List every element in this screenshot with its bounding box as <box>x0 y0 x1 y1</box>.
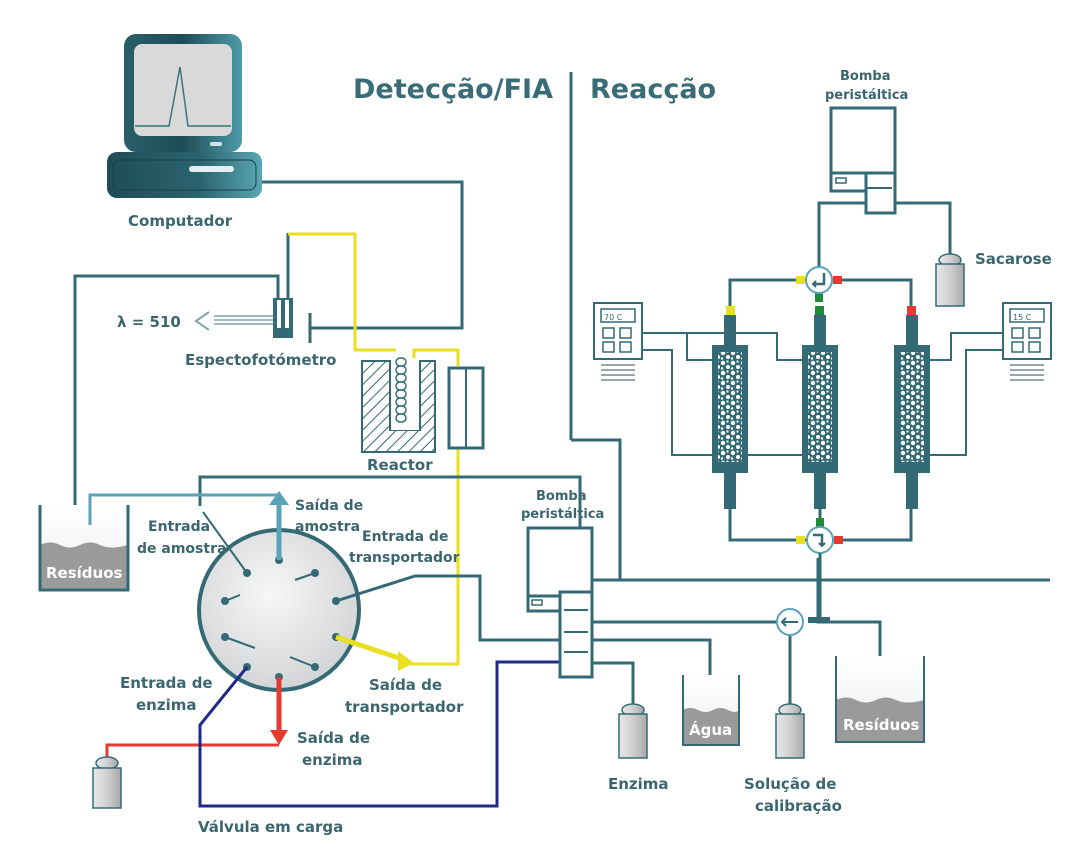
selector-valve-mid <box>806 526 834 554</box>
port-yellow-bottom <box>796 536 805 544</box>
column1-port-yellow <box>726 306 735 315</box>
carrier-out-label-2: transportador <box>345 698 464 716</box>
carrier-out-arrow <box>335 634 406 663</box>
computer-icon <box>107 34 262 198</box>
waste-right-label: Resíduos <box>843 716 920 734</box>
carrier-line-lower <box>400 448 460 666</box>
enzyme-in-label-2: enzima <box>136 696 196 714</box>
calibration-label-1: Solução de <box>744 775 836 793</box>
peristaltic-pump-left <box>526 526 594 679</box>
selector-valve-top <box>805 266 833 294</box>
divider-tube <box>571 438 622 580</box>
carrier-in-label-1: Entrada de <box>362 529 448 545</box>
sucrose-label: Sacarose <box>975 250 1052 268</box>
port-red-bottom <box>834 536 843 544</box>
section-title-reaction: Reacção <box>590 74 716 105</box>
water-beaker <box>682 675 740 746</box>
carrier-out-arrowhead <box>398 651 414 671</box>
computer-cable <box>262 180 464 330</box>
waste-right-beaker <box>835 656 925 743</box>
jacket-tube-1c <box>640 349 712 456</box>
jacket-tube-3a <box>930 332 1003 361</box>
waste-left-label: Resíduos <box>46 564 123 582</box>
column3-port-red <box>907 306 916 315</box>
sample-out-label-2: amostra <box>295 519 360 535</box>
thermostat-right-display: 15 C <box>1013 313 1032 322</box>
column2-port-green <box>815 306 824 315</box>
enzyme-tube <box>592 661 635 708</box>
pump-left-label-2: peristáltica <box>521 507 604 522</box>
column-1 <box>712 315 748 509</box>
sample-out-line <box>88 493 278 525</box>
carrier-in-label-2: transportador <box>349 550 460 566</box>
port-red-top <box>833 276 842 284</box>
selector-valve-bottom <box>776 608 804 636</box>
sample-out-arrowhead <box>269 491 289 505</box>
enzyme-out-arrowhead <box>270 730 288 745</box>
port-green-top <box>815 293 823 302</box>
jacket-tube-1b <box>687 332 802 361</box>
t-junction <box>808 617 830 623</box>
reactor-label: Reactor <box>367 456 433 474</box>
pump-to-valve-tube <box>817 201 866 268</box>
enzyme-in-label-1: Entrada de <box>120 674 213 692</box>
sample-in-label-1: Entrada <box>148 519 210 535</box>
section-title-detection: Detecção/FIA <box>353 74 553 105</box>
enzyme-bottle-left <box>92 756 122 809</box>
wavelength-label: λ = 510 <box>117 313 181 331</box>
pump-top-label-2: peristáltica <box>825 88 908 103</box>
sucrose-bottle <box>935 253 965 307</box>
port-yellow-top <box>796 276 805 284</box>
computer-label: Computador <box>128 212 233 230</box>
enzyme-label: Enzima <box>608 775 669 793</box>
pump-top-label-1: Bomba <box>840 69 890 84</box>
port-green-bottom <box>816 518 824 527</box>
column-3 <box>894 315 930 509</box>
spectrophotometer-icon <box>73 233 312 505</box>
enzyme-out-label-2: enzima <box>302 751 362 769</box>
carrier-in-tube <box>335 574 560 642</box>
sample-in-label-2: de amostra <box>137 541 226 557</box>
sample-out-label-1: Saída de <box>295 498 363 514</box>
water-label: Água <box>689 720 732 739</box>
thermostat-left <box>593 302 643 381</box>
valve-state-label: Válvula em carga <box>198 818 343 836</box>
column-2 <box>802 315 838 509</box>
calibration-bottle <box>775 703 805 759</box>
jacket-tube-1a <box>640 332 712 361</box>
peristaltic-pump-top <box>829 106 897 215</box>
reactor-icon <box>361 357 485 453</box>
waste-left-beaker <box>38 505 130 592</box>
thermostat-right <box>1002 302 1052 381</box>
pump-left-label-1: Bomba <box>536 489 586 504</box>
calibration-label-2: calibração <box>755 797 842 815</box>
carrier-line-upper <box>288 232 396 352</box>
jacket-tube-3b <box>930 349 1003 456</box>
thermostat-left-display: 70 C <box>604 313 623 322</box>
spectrophotometer-label: Espectofotómetro <box>185 351 336 369</box>
sucrose-tube <box>895 201 952 255</box>
enzyme-out-label-1: Saída de <box>297 729 370 747</box>
carrier-out-label-1: Saída de <box>369 676 442 694</box>
enzyme-out-line <box>105 743 279 760</box>
enzyme-bottle <box>618 703 648 759</box>
loading-line <box>198 660 560 808</box>
